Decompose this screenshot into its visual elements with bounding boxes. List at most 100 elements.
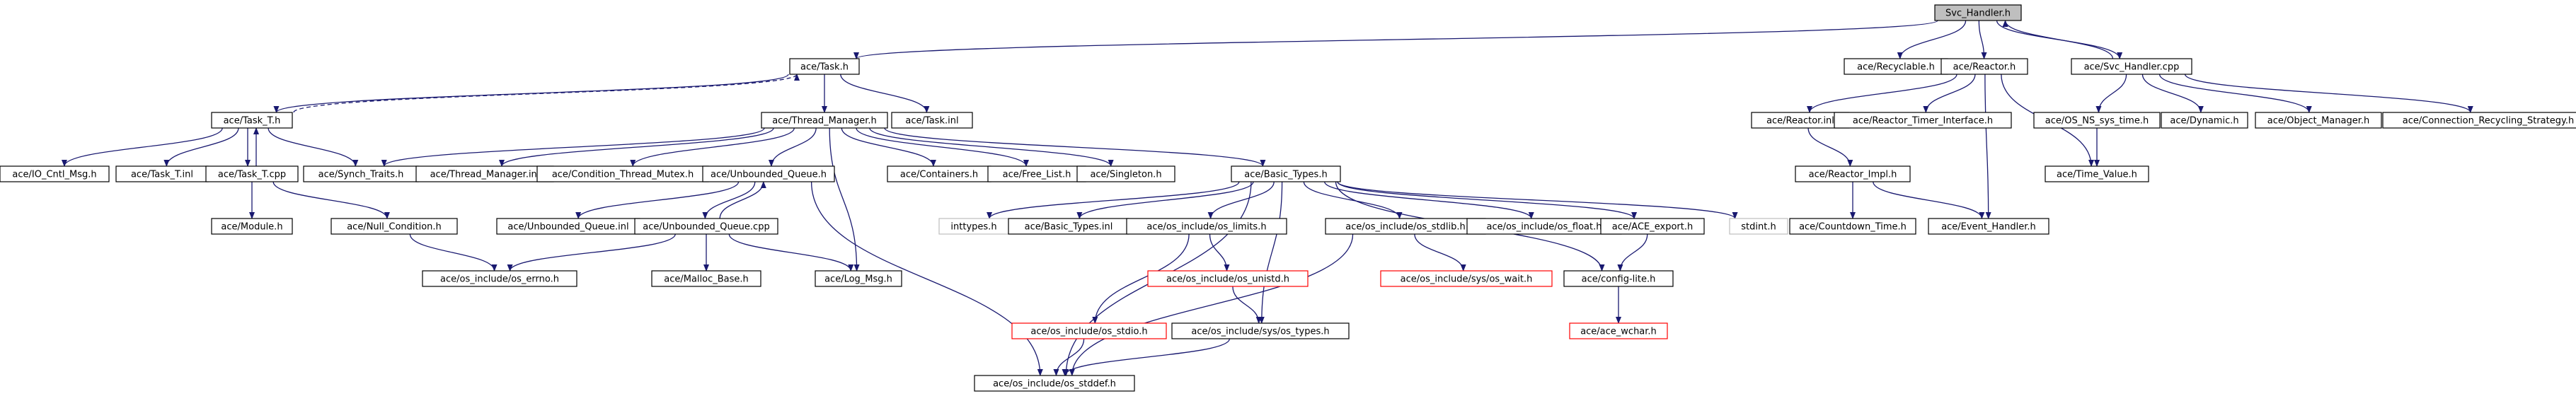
node-box bbox=[1795, 165, 1911, 182]
node-label: ace/Singleton.h bbox=[1090, 170, 1161, 180]
node-label: ace/Task_T.inl bbox=[131, 170, 193, 180]
node-label: ace/os_include/os_stddef.h bbox=[993, 379, 1116, 390]
node-os-errno-h[interactable]: ace/os_include/os_errno.h bbox=[422, 270, 577, 287]
node-os-wait-h: ace/os_include/sys/os_wait.h bbox=[1380, 270, 1553, 287]
node-box bbox=[1126, 218, 1287, 235]
node-recyclable-h[interactable]: ace/Recyclable.h bbox=[1844, 58, 1948, 75]
edge-basic-types-h-to-os-types-h bbox=[1258, 181, 1283, 324]
node-singleton-h[interactable]: ace/Singleton.h bbox=[1076, 165, 1175, 182]
edge-unbounded-queue-cpp-to-log-msg-h bbox=[728, 233, 854, 272]
node-countdown-time-h[interactable]: ace/Countdown_Time.h bbox=[1789, 218, 1916, 235]
edge-os-stdlib-h-to-os-stddef-h bbox=[1069, 233, 1354, 376]
node-box bbox=[1940, 58, 2028, 75]
node-os-float-h[interactable]: ace/os_include/os_float.h bbox=[1466, 218, 1622, 235]
node-label: ace/Module.h bbox=[221, 222, 282, 233]
node-thread-manager-h[interactable]: ace/Thread_Manager.h bbox=[761, 112, 888, 129]
node-os-types-h[interactable]: ace/os_include/sys/os_types.h bbox=[1171, 322, 1350, 339]
node-free-list-h[interactable]: ace/Free_List.h bbox=[987, 165, 1086, 182]
node-label: ace/Reactor_Timer_Interface.h bbox=[1853, 116, 1993, 127]
node-unbounded-queue-inl[interactable]: ace/Unbounded_Queue.inl bbox=[496, 218, 640, 235]
node-module-h[interactable]: ace/Module.h bbox=[211, 218, 293, 235]
node-task-h[interactable]: ace/Task.h bbox=[789, 58, 860, 75]
node-null-condition-h[interactable]: ace/Null_Condition.h bbox=[330, 218, 458, 235]
node-svc-handler-h: Svc_Handler.h bbox=[1934, 4, 2022, 21]
edge-svc-handler-cpp-to-connection-recycling-strategy-h bbox=[2184, 74, 2473, 113]
node-time-value-h[interactable]: ace/Time_Value.h bbox=[2045, 165, 2149, 182]
node-label: stdint.h bbox=[1741, 222, 1776, 233]
node-task-t-h[interactable]: ace/Task_T.h bbox=[211, 112, 293, 129]
edge-thread-manager-h-to-log-msg-h bbox=[829, 127, 860, 272]
node-os-stddef-h[interactable]: ace/os_include/os_stddef.h bbox=[974, 375, 1135, 392]
node-label: Svc_Handler.h bbox=[1945, 8, 2011, 19]
node-object-manager-h[interactable]: ace/Object_Manager.h bbox=[2255, 112, 2382, 129]
edge-unbounded-queue-h-to-os-stddef-h bbox=[810, 181, 1043, 376]
node-malloc-base-h[interactable]: ace/Malloc_Base.h bbox=[651, 270, 761, 287]
node-basic-types-h[interactable]: ace/Basic_Types.h bbox=[1231, 165, 1341, 182]
node-config-lite-h[interactable]: ace/config-lite.h bbox=[1563, 270, 1674, 287]
edge-task-t-h-to-synch-traits-h bbox=[268, 127, 359, 167]
edge-basic-types-h-to-os-float-h bbox=[1324, 181, 1534, 219]
node-label: ace/Log_Msg.h bbox=[824, 274, 892, 285]
node-os-ns-sys-time-h[interactable]: ace/OS_NS_sys_time.h bbox=[2033, 112, 2161, 129]
node-label: ace/Basic_Types.inl bbox=[1025, 222, 1113, 233]
node-task-t-cpp[interactable]: ace/Task_T.cpp bbox=[205, 165, 299, 182]
edge-unbounded-queue-cpp-to-unbounded-queue-h bbox=[719, 181, 766, 219]
node-task-inl[interactable]: ace/Task.inl bbox=[891, 112, 973, 129]
node-thread-manager-inl[interactable]: ace/Thread_Manager.inl bbox=[415, 165, 554, 182]
node-svc-handler-cpp[interactable]: ace/Svc_Handler.cpp bbox=[2071, 58, 2192, 75]
node-log-msg-h[interactable]: ace/Log_Msg.h bbox=[815, 270, 902, 287]
node-event-handler-h[interactable]: ace/Event_Handler.h bbox=[1928, 218, 2049, 235]
node-label: ace/Unbounded_Queue.cpp bbox=[643, 222, 769, 233]
edge-reactor-impl-h-to-event-handler-h bbox=[1873, 181, 1985, 219]
node-label: ace/Unbounded_Queue.h bbox=[711, 170, 827, 180]
node-box bbox=[651, 270, 761, 287]
node-label: ace/os_include/os_errno.h bbox=[440, 274, 559, 285]
node-containers-h[interactable]: ace/Containers.h bbox=[887, 165, 991, 182]
node-box bbox=[1600, 218, 1705, 235]
node-label: ace/Malloc_Base.h bbox=[664, 274, 749, 285]
node-label: ace/Task_T.cpp bbox=[218, 170, 286, 180]
node-unbounded-queue-cpp[interactable]: ace/Unbounded_Queue.cpp bbox=[634, 218, 778, 235]
node-io-cntl-msg-h[interactable]: ace/IO_Cntl_Msg.h bbox=[0, 165, 110, 182]
node-connection-recycling-strategy-h[interactable]: ace/Connection_Recycling_Strategy.h bbox=[2382, 112, 2576, 129]
node-unbounded-queue-h[interactable]: ace/Unbounded_Queue.h bbox=[702, 165, 835, 182]
node-os-stdlib-h[interactable]: ace/os_include/os_stdlib.h bbox=[1325, 218, 1486, 235]
node-os-limits-h[interactable]: ace/os_include/os_limits.h bbox=[1126, 218, 1287, 235]
node-task-t-inl[interactable]: ace/Task_T.inl bbox=[115, 165, 209, 182]
edge-thread-manager-h-to-containers-h bbox=[841, 127, 936, 167]
node-label: ace/Recyclable.h bbox=[1857, 62, 1935, 73]
node-box bbox=[1171, 322, 1350, 339]
edge-reactor-h-to-event-handler-h bbox=[1984, 74, 1991, 219]
edge-svc-handler-h-to-recyclable-h bbox=[1897, 20, 1967, 59]
edge-task-t-h-to-task-t-inl bbox=[163, 127, 239, 167]
node-dynamic-h[interactable]: ace/Dynamic.h bbox=[2161, 112, 2248, 129]
edge-reactor-h-to-reactor-timer-interface-h bbox=[1923, 74, 1976, 113]
node-box bbox=[330, 218, 458, 235]
node-label: ace/IO_Cntl_Msg.h bbox=[12, 170, 96, 180]
node-reactor-inl[interactable]: ace/Reactor.inl bbox=[1751, 112, 1850, 129]
node-ace-export-h[interactable]: ace/ACE_export.h bbox=[1600, 218, 1705, 235]
node-inttypes-h: inttypes.h bbox=[938, 218, 1009, 235]
edge-thread-manager-h-to-unbounded-queue-h bbox=[768, 127, 817, 167]
node-box bbox=[1147, 270, 1309, 287]
nodes-layer: Svc_Handler.h ace/Task.h ace/Recyclable.h a… bbox=[0, 4, 2576, 392]
node-box bbox=[1729, 218, 1788, 235]
node-synch-traits-h[interactable]: ace/Synch_Traits.h bbox=[303, 165, 419, 182]
node-reactor-h[interactable]: ace/Reactor.h bbox=[1940, 58, 2028, 75]
edge-unbounded-queue-h-to-unbounded-queue-inl bbox=[575, 181, 740, 219]
node-box bbox=[2255, 112, 2382, 129]
node-reactor-impl-h[interactable]: ace/Reactor_Impl.h bbox=[1795, 165, 1911, 182]
edge-basic-types-h-to-inttypes-h bbox=[987, 181, 1240, 219]
node-label: ace/Task.h bbox=[800, 62, 849, 73]
edge-ace-export-h-to-config-lite-h bbox=[1617, 233, 1648, 272]
node-basic-types-inl[interactable]: ace/Basic_Types.inl bbox=[1008, 218, 1129, 235]
node-reactor-timer-interface-h[interactable]: ace/Reactor_Timer_Interface.h bbox=[1834, 112, 2012, 129]
node-condition-thread-mutex-h[interactable]: ace/Condition_Thread_Mutex.h bbox=[536, 165, 709, 182]
node-box bbox=[1076, 165, 1175, 182]
node-box bbox=[1569, 322, 1668, 339]
node-label: ace/Task_T.h bbox=[224, 116, 281, 127]
edge-svc-handler-cpp-to-os-ns-sys-time-h bbox=[2095, 74, 2127, 113]
edge-task-t-h-to-task-h bbox=[293, 74, 800, 113]
node-label: ace/os_include/os_limits.h bbox=[1146, 222, 1266, 233]
edges-layer bbox=[62, 20, 2473, 376]
